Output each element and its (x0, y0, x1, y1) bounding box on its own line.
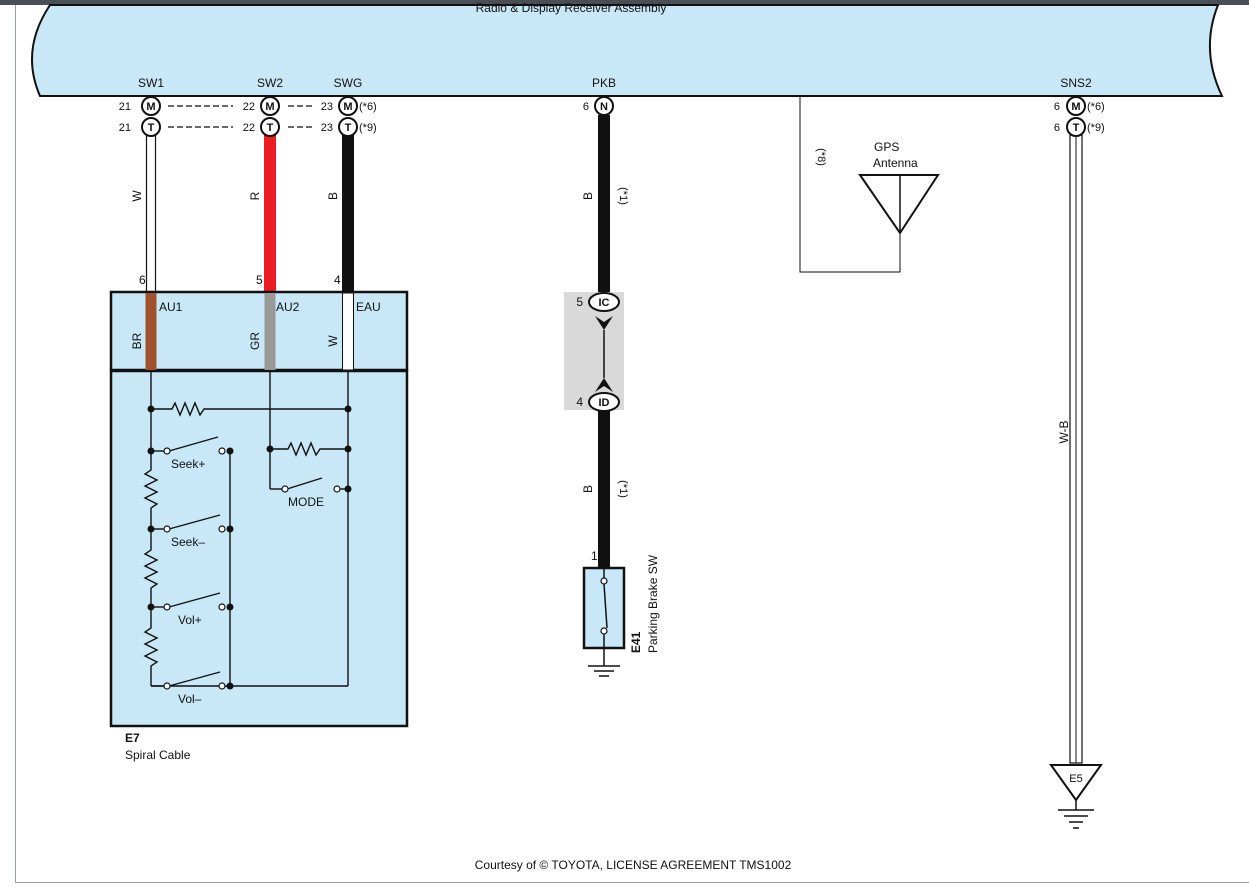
sw2-m-letter: M (265, 101, 274, 113)
pkb-pin (594, 96, 614, 116)
swg-t-pin (338, 117, 358, 137)
sns2-m-note: (*6) (1087, 101, 1105, 113)
connector-label-sw2: SW2 (257, 76, 283, 90)
footer-credit: Courtesy of © TOYOTA, LICENSE AGREEMENT … (475, 858, 792, 872)
sw1-m-letter: M (146, 101, 155, 113)
ground-e5 (1049, 764, 1103, 829)
parking-brake-pin: 1 (591, 549, 598, 563)
connector-label-pkb: PKB (592, 76, 616, 90)
sw1-m-pin (141, 96, 161, 116)
wire-sw1 (145, 135, 157, 292)
swg-m-note: (*6) (359, 101, 377, 113)
parking-brake-code: E41 (629, 631, 643, 653)
window-top-bar (0, 0, 1249, 5)
junction-lower-letter: ID (599, 397, 610, 409)
gps-antenna (799, 96, 940, 273)
sns2-t-pin-number: 6 (1054, 122, 1060, 134)
junction-link (595, 316, 613, 392)
switch-contacts (163, 447, 341, 690)
parking-brake-switch (582, 566, 626, 677)
junction-dots (147, 405, 352, 690)
gps-label-line1: GPS (874, 140, 899, 154)
wire-sns2 (1069, 134, 1083, 764)
sw2-m-pin (260, 96, 280, 116)
wire-color-sns2: W-B (1057, 420, 1071, 443)
wire-note-pkb-upper: (*1) (617, 187, 629, 205)
spiral-pin-au1: 6 (139, 273, 146, 287)
wire-color-swg: B (326, 192, 340, 200)
spiral-pin-au2: 5 (256, 273, 263, 287)
radio-assembly-block: Radio & Display Receiver Assembly (31, 1, 1224, 97)
wire-color-sw1: W (130, 190, 144, 202)
spiral-name: Spiral Cable (125, 748, 191, 762)
parking-brake-name: Parking Brake SW (646, 554, 660, 653)
spiral-code: E7 (125, 731, 140, 745)
gps-wire-note: (*8) (815, 148, 827, 166)
sns2-t-pin (1066, 117, 1086, 137)
junction-upper-pin-number: 5 (576, 295, 583, 309)
spiral-pin-eau: 4 (334, 273, 341, 287)
connector-label-swg: SWG (334, 76, 363, 90)
swg-t-pin-number: 23 (321, 122, 333, 134)
spiral-cable-box (109, 290, 409, 728)
junction-upper-pin (588, 292, 620, 312)
junction-lower-pin-number: 4 (576, 395, 583, 409)
wire-color-pkb-lower: B (581, 485, 595, 493)
switch-mode: MODE (288, 495, 324, 509)
junction-upper-letter: IC (599, 297, 610, 309)
sw1-t-pin (141, 117, 161, 137)
sns2-t-note: (*9) (1087, 122, 1105, 134)
pkb-pin-number: 6 (583, 101, 589, 113)
switch-circuit (143, 371, 349, 687)
connector-label-sns2: SNS2 (1060, 76, 1092, 90)
inner-wire-eau (342, 292, 354, 371)
page-bottom-border (15, 882, 1249, 883)
sw2-t-letter: T (267, 122, 274, 134)
ground-code: E5 (1069, 773, 1082, 785)
page-left-border (15, 5, 16, 883)
swg-m-pin-number: 23 (321, 101, 333, 113)
wire-color-sw2: R (248, 191, 262, 200)
swg-t-letter: T (345, 122, 352, 134)
sw2-m-pin-number: 22 (243, 101, 255, 113)
swg-m-letter: M (343, 101, 352, 113)
swg-t-note: (*9) (359, 122, 377, 134)
swg-m-pin (338, 96, 358, 116)
sw1-t-pin-number: 21 (119, 122, 131, 134)
switch-vol-plus: Vol+ (178, 613, 202, 627)
sw1-t-letter: T (148, 122, 155, 134)
junction-connector-bg (564, 292, 624, 410)
sns2-m-letter: M (1071, 101, 1080, 113)
sns2-t-letter: T (1073, 122, 1080, 134)
switch-seek-plus: Seek+ (171, 457, 205, 471)
sns2-m-pin-number: 6 (1054, 101, 1060, 113)
junction-lower-pin (588, 392, 620, 412)
inner-color-au2: GR (248, 332, 262, 350)
terminal-au1: AU1 (159, 300, 183, 314)
switch-seek-minus: Seek– (171, 535, 205, 549)
switch-vol-minus: Vol– (178, 692, 202, 706)
inner-color-au1: BR (130, 332, 144, 349)
gps-label-line2: Antenna (873, 156, 918, 170)
wire-color-pkb-upper: B (581, 192, 595, 200)
wire-note-pkb-lower: (*1) (617, 480, 629, 498)
sns2-m-pin (1066, 96, 1086, 116)
connector-label-sw1: SW1 (138, 76, 164, 90)
inner-color-eau: W (326, 335, 340, 347)
assembly-title: Radio & Display Receiver Assembly (476, 1, 667, 15)
terminal-eau: EAU (356, 300, 381, 314)
dashed-links (168, 105, 312, 128)
pkb-pin-letter: N (600, 101, 608, 113)
terminal-au2: AU2 (276, 300, 300, 314)
sw2-t-pin (260, 117, 280, 137)
sw2-t-pin-number: 22 (243, 122, 255, 134)
sw1-m-pin-number: 21 (119, 101, 131, 113)
